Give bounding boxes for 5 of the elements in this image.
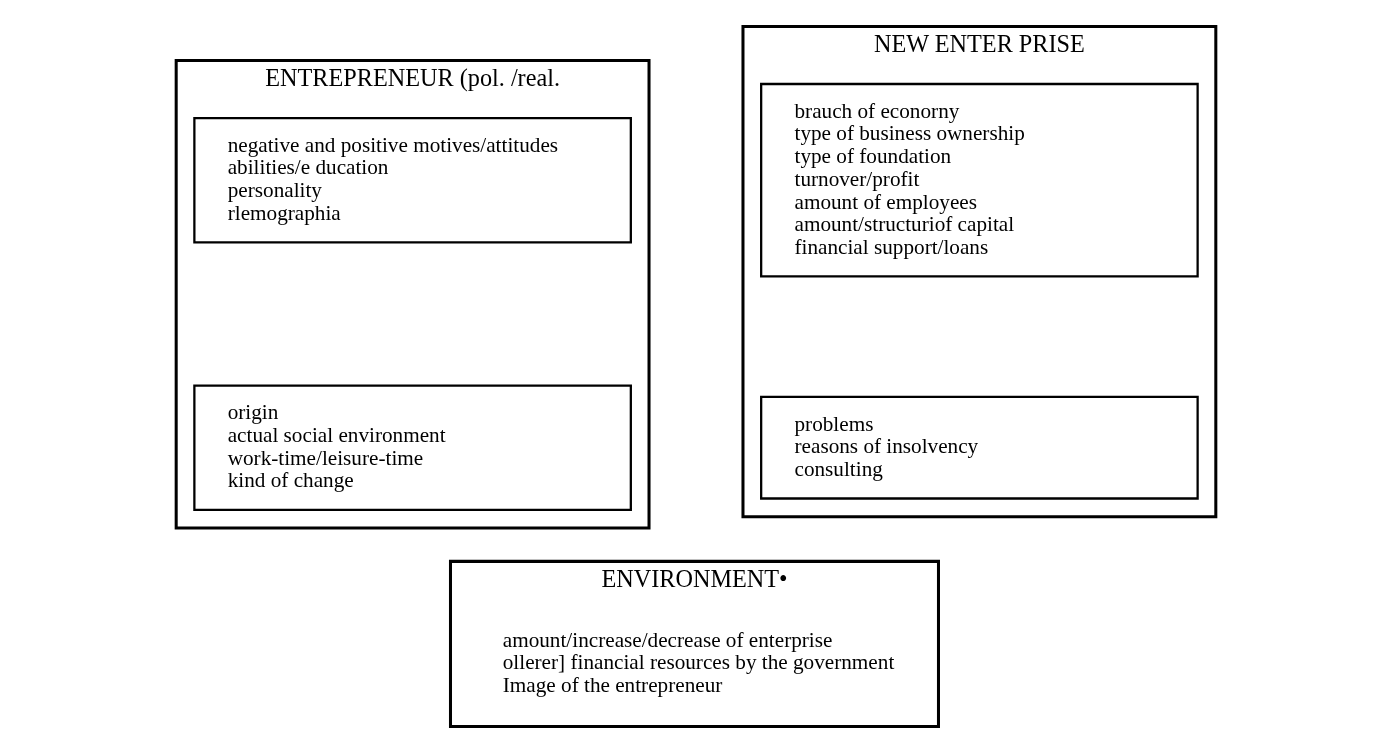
node-box: negative and positive motives/attitudes abilities/e ducation personality rlemographia — [192, 116, 632, 244]
node-box: problems reasons of insolvency consulting — [759, 395, 1199, 500]
node-text: amount/increase/decrease of enterprise ollerer] financial resources by the government Image of the entrepreneur — [502, 627, 894, 698]
node-box: origin actual social environment work-time/leisure-time kind of change — [192, 384, 632, 511]
node-box: brauch of econorny type of business ownership type of foundation turnover/profit amount of employees amount/structuriof capital financial support/loans — [759, 82, 1199, 278]
